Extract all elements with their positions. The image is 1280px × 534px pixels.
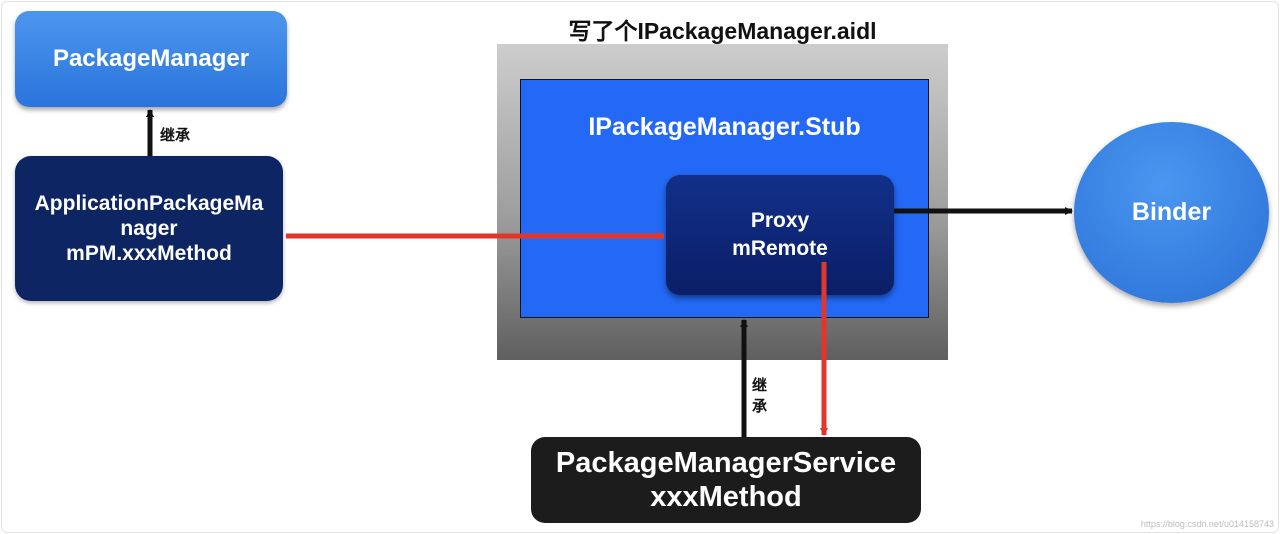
package-manager-service-node: PackageManagerService xxxMethod	[531, 437, 921, 523]
apm-label-line2: nager	[120, 217, 178, 240]
inherit-label-top: 继承	[160, 127, 191, 144]
stub-title: IPackageManager.Stub	[588, 113, 861, 141]
inherit-label-bottom-2: 承	[752, 398, 768, 415]
pms-label-line2: xxxMethod	[650, 481, 802, 513]
aidl-title: 写了个IPackageManager.aidl	[568, 18, 877, 44]
proxy-node: Proxy mRemote	[666, 175, 894, 295]
application-package-manager-node: ApplicationPackageMa nager mPM.xxxMethod	[15, 156, 283, 301]
binder-label: Binder	[1131, 198, 1212, 226]
proxy-label-line2: mRemote	[732, 237, 828, 260]
apm-label-line1: ApplicationPackageMa	[34, 192, 264, 215]
inherit-label-bottom-1: 继	[752, 377, 768, 394]
watermark: https://blog.csdn.net/u014158743	[1140, 519, 1274, 529]
apm-label-line3: mPM.xxxMethod	[66, 242, 232, 265]
binder-node: Binder	[1074, 122, 1269, 303]
pms-label-line1: PackageManagerService	[555, 447, 897, 479]
proxy-label-line1: Proxy	[750, 209, 810, 232]
package-manager-label: PackageManager	[52, 45, 250, 72]
package-manager-node: PackageManager	[15, 11, 287, 107]
